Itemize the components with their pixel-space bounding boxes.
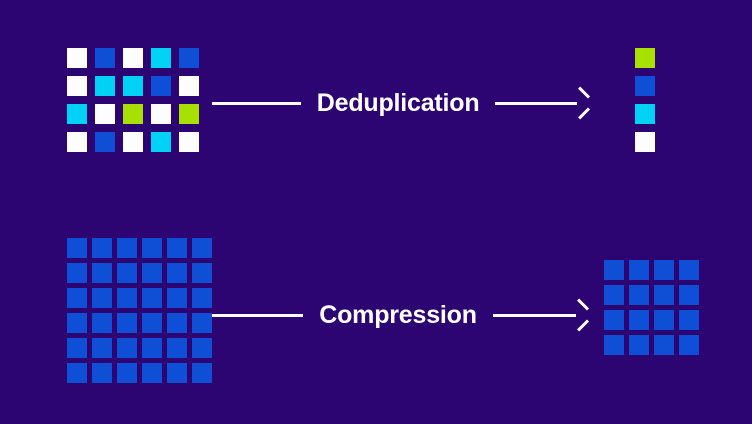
block-cell-blue [67, 263, 87, 283]
block-cell-cyan [151, 48, 171, 68]
compression-label: Compression [319, 300, 477, 329]
block-cell-blue [192, 363, 212, 383]
block-cell-blue [654, 285, 674, 305]
block-cell-cyan [95, 76, 115, 96]
block-cell-blue [192, 238, 212, 258]
block-cell-blue [142, 363, 162, 383]
block-cell-blue [679, 335, 699, 355]
block-cell-blue [635, 76, 655, 96]
block-cell-blue [654, 310, 674, 330]
block-cell-blue [192, 263, 212, 283]
block-cell-blue [117, 313, 137, 333]
block-cell-blue [192, 313, 212, 333]
block-cell-blue [654, 335, 674, 355]
block-cell-blue [192, 338, 212, 358]
block-cell-white [95, 104, 115, 124]
block-cell-blue [142, 238, 162, 258]
block-cell-blue [151, 76, 171, 96]
block-cell-blue [117, 288, 137, 308]
block-cell-blue [167, 313, 187, 333]
block-cell-blue [117, 263, 137, 283]
arrow-head-icon [574, 307, 588, 323]
block-cell-blue [117, 238, 137, 258]
block-cell-cyan [123, 76, 143, 96]
arrow-line-right [492, 313, 577, 317]
uncompressed-block-grid-before [67, 238, 212, 383]
block-cell-white [123, 132, 143, 152]
block-cell-white [635, 132, 655, 152]
block-cell-green [179, 104, 199, 124]
block-cell-blue [167, 338, 187, 358]
block-cell-white [179, 132, 199, 152]
block-cell-blue [92, 263, 112, 283]
deduplication-flow: Deduplication [212, 85, 588, 121]
arrow-line-right [495, 101, 577, 105]
compressed-block-grid-after [604, 260, 699, 355]
block-cell-blue [92, 238, 112, 258]
block-cell-green [635, 48, 655, 68]
block-cell-cyan [151, 132, 171, 152]
block-cell-blue [604, 310, 624, 330]
block-cell-blue [629, 310, 649, 330]
block-cell-blue [167, 263, 187, 283]
block-cell-blue [67, 338, 87, 358]
block-cell-blue [679, 285, 699, 305]
block-cell-white [123, 48, 143, 68]
block-cell-blue [167, 363, 187, 383]
arrow-head-icon [575, 95, 589, 111]
block-cell-blue [92, 313, 112, 333]
block-cell-white [179, 76, 199, 96]
block-cell-blue [95, 132, 115, 152]
block-cell-white [67, 48, 87, 68]
block-cell-cyan [67, 104, 87, 124]
block-cell-blue [92, 363, 112, 383]
block-cell-blue [654, 260, 674, 280]
block-cell-blue [67, 238, 87, 258]
arrow-line-left [212, 313, 304, 317]
mixed-block-grid-before [67, 48, 199, 152]
arrow-line-left [212, 101, 301, 105]
deduplication-label: Deduplication [316, 88, 480, 117]
block-cell-blue [142, 313, 162, 333]
block-cell-blue [179, 48, 199, 68]
block-cell-blue [117, 338, 137, 358]
deduplication-row: Deduplication [0, 0, 752, 212]
block-cell-blue [67, 363, 87, 383]
block-cell-blue [629, 260, 649, 280]
block-cell-blue [679, 310, 699, 330]
block-cell-blue [604, 335, 624, 355]
block-cell-blue [67, 288, 87, 308]
block-cell-blue [167, 238, 187, 258]
block-cell-blue [142, 338, 162, 358]
block-cell-blue [679, 260, 699, 280]
block-cell-blue [167, 288, 187, 308]
unique-block-column-after [635, 48, 655, 152]
block-cell-blue [117, 363, 137, 383]
block-cell-white [151, 104, 171, 124]
compression-row: Compression [0, 212, 752, 424]
block-cell-blue [629, 335, 649, 355]
block-cell-blue [192, 288, 212, 308]
block-cell-white [67, 76, 87, 96]
block-cell-cyan [635, 104, 655, 124]
block-cell-blue [92, 338, 112, 358]
block-cell-green [123, 104, 143, 124]
block-cell-white [67, 132, 87, 152]
block-cell-blue [629, 285, 649, 305]
block-cell-blue [604, 260, 624, 280]
block-cell-blue [67, 313, 87, 333]
block-cell-blue [142, 263, 162, 283]
block-cell-blue [604, 285, 624, 305]
block-cell-blue [92, 288, 112, 308]
block-cell-blue [142, 288, 162, 308]
compression-flow: Compression [212, 297, 588, 333]
block-cell-blue [95, 48, 115, 68]
